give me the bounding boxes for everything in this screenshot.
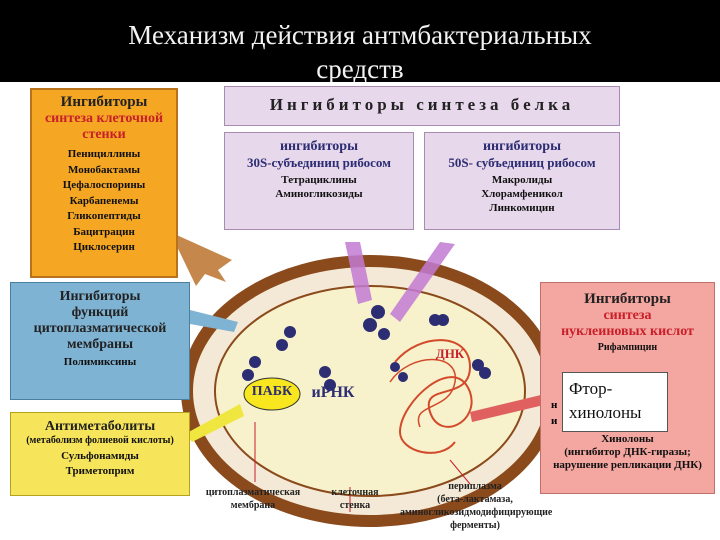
drug-item-partial: и <box>551 415 558 427</box>
drug-item: нарушение репликации ДНК) <box>553 459 702 471</box>
wall-label: клеточная стенка <box>320 486 390 512</box>
ribosomes <box>242 305 491 391</box>
drug-item: (ингибитор ДНК-гиразы; <box>564 446 691 458</box>
title-line-1: Механизм действия антмбактериальных <box>128 20 592 50</box>
drug-item: Триметоприм <box>65 465 135 477</box>
bacterial-cell-diagram <box>170 232 559 527</box>
periplasm-label-line: аминогликозидмодифицирующие <box>400 507 553 518</box>
cell-wall-heading-2: синтеза клеточной <box>44 111 164 126</box>
drug-item: Монобактамы <box>67 163 141 176</box>
antimetabolite-heading: Антиметаболиты <box>44 419 156 434</box>
antimetabolite-box: Антиметаболиты (метаболизм фолиевой кисл… <box>10 412 190 496</box>
membrane-heading-1: Ингибиторы <box>59 289 141 304</box>
cell-wall-heading-1: Ингибиторы <box>60 94 148 110</box>
periplasm-label-line: (бета-лактамаза, <box>437 494 513 505</box>
drug-item: Хинолоны <box>601 433 654 445</box>
drug-item: Гликопептиды <box>67 210 141 222</box>
membrane-heading-2: функций <box>71 305 129 320</box>
slide-title: Механизм действия антмбактериальных сред… <box>0 18 720 86</box>
s50-heading-2: 50S- субъединиц рибосом <box>448 155 596 170</box>
dna-strand-2 <box>389 358 456 428</box>
drug-item: Циклосерин <box>73 241 135 253</box>
drug-item: Линкомицин <box>489 202 555 214</box>
drug-item: Макролиды <box>491 174 553 186</box>
protein-synthesis-header: Ингибиторы синтеза белка <box>224 86 620 126</box>
s50-heading-1: ингибиторы <box>482 139 562 154</box>
arrow-cell-wall <box>170 232 232 286</box>
drug-item: Пенициллины <box>67 148 141 160</box>
drug-item: Цефалоспорины <box>62 179 146 191</box>
title-line-2: средств <box>316 54 404 84</box>
drug-item-partial: Рифампицин <box>597 342 658 353</box>
s30-heading-1: ингибиторы <box>279 139 359 154</box>
wall-label-line: стенка <box>339 500 371 511</box>
drug-item: Аминогликозиды <box>275 188 363 200</box>
dna-strand <box>394 339 473 454</box>
nucleic-heading-2: синтеза <box>603 308 652 323</box>
drug-item: Карбапенемы <box>69 194 139 207</box>
membrane-heading-4: мембраны <box>66 337 134 352</box>
nucleic-heading-1: Ингибиторы <box>584 291 671 307</box>
drug-item: Тетрациклины <box>281 174 357 186</box>
cell-wall-inhibitors-box: Ингибиторы синтеза клеточной стенки Пени… <box>30 88 178 278</box>
ribosome-50s-box: ингибиторы 50S- субъединиц рибосом Макро… <box>424 132 620 230</box>
periplasm-label: периплазма (бета-лактамаза, аминогликози… <box>400 480 553 532</box>
drug-item: Хлорамфеникол <box>481 188 563 200</box>
drug-item: Бацитрацин <box>73 225 135 238</box>
membrane-inhibitors-box: Ингибиторы функций цитоплазматической ме… <box>10 282 190 400</box>
cell-wall-drug-list: Пенициллины Монобактамы Цефалоспорины Ка… <box>32 147 176 256</box>
dna-label: ДНК <box>435 346 465 361</box>
cytoplasm <box>214 285 526 497</box>
membrane-label-line: мембрана <box>230 500 276 511</box>
membrane-label: цитоплазматическая мембрана <box>198 486 308 512</box>
drug-item: Полимиксины <box>63 356 137 368</box>
arrow-antimetabolite <box>185 404 244 442</box>
fluoroquinolone-callout: Фтор- хинолоны <box>562 372 668 432</box>
drug-item: Сульфонамиды <box>61 450 139 462</box>
drug-item-partial: н <box>551 399 558 411</box>
cell-wall-heading-3: стенки <box>82 127 126 142</box>
arrow-50s <box>390 242 455 322</box>
membrane-heading-3: цитоплазматической <box>33 321 167 336</box>
pabk-label: ПАБК <box>251 384 293 399</box>
s30-heading-2: 30S-субъединиц рибосом <box>246 155 392 170</box>
callout-line-2: хинолоны <box>569 403 642 422</box>
membrane-label-line: цитоплазматическая <box>205 487 301 498</box>
arrow-nucleic <box>470 394 548 422</box>
arrow-membrane <box>190 310 238 332</box>
wall-label-line: клеточная <box>331 487 379 498</box>
arrow-30s <box>345 242 372 304</box>
ribosome-30s-box: ингибиторы 30S-субъединиц рибосом Тетрац… <box>224 132 414 230</box>
pointer-periplasm <box>449 459 471 485</box>
callout-line-1: Фтор- <box>569 379 613 398</box>
irna-label: иРНК <box>311 384 355 401</box>
pabk-ellipse <box>243 377 301 411</box>
periplasm-label-line: периплазма <box>448 481 502 492</box>
antimetabolite-sub: (метаболизм фолиевой кислоты) <box>26 435 174 446</box>
diagram-panel: Ингибиторы синтеза клеточной стенки Пени… <box>0 82 720 540</box>
nucleic-heading-3: нуклеиновых кислот <box>561 324 694 339</box>
periplasm-label-line: ферменты) <box>450 520 500 531</box>
